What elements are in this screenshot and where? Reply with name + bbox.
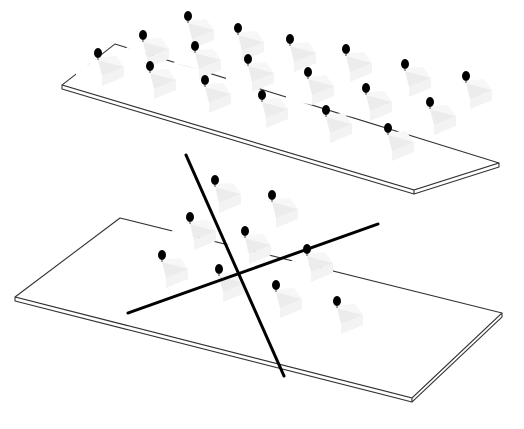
weight (193, 175, 241, 213)
weight (444, 71, 492, 109)
weight (173, 41, 221, 79)
weight (268, 34, 316, 72)
weight (226, 54, 274, 92)
weight (383, 59, 431, 97)
bottom-plate (15, 175, 502, 402)
top-plate (62, 11, 499, 194)
weight (166, 11, 214, 49)
weight (250, 190, 298, 228)
weight (216, 23, 264, 61)
weight (324, 44, 372, 82)
